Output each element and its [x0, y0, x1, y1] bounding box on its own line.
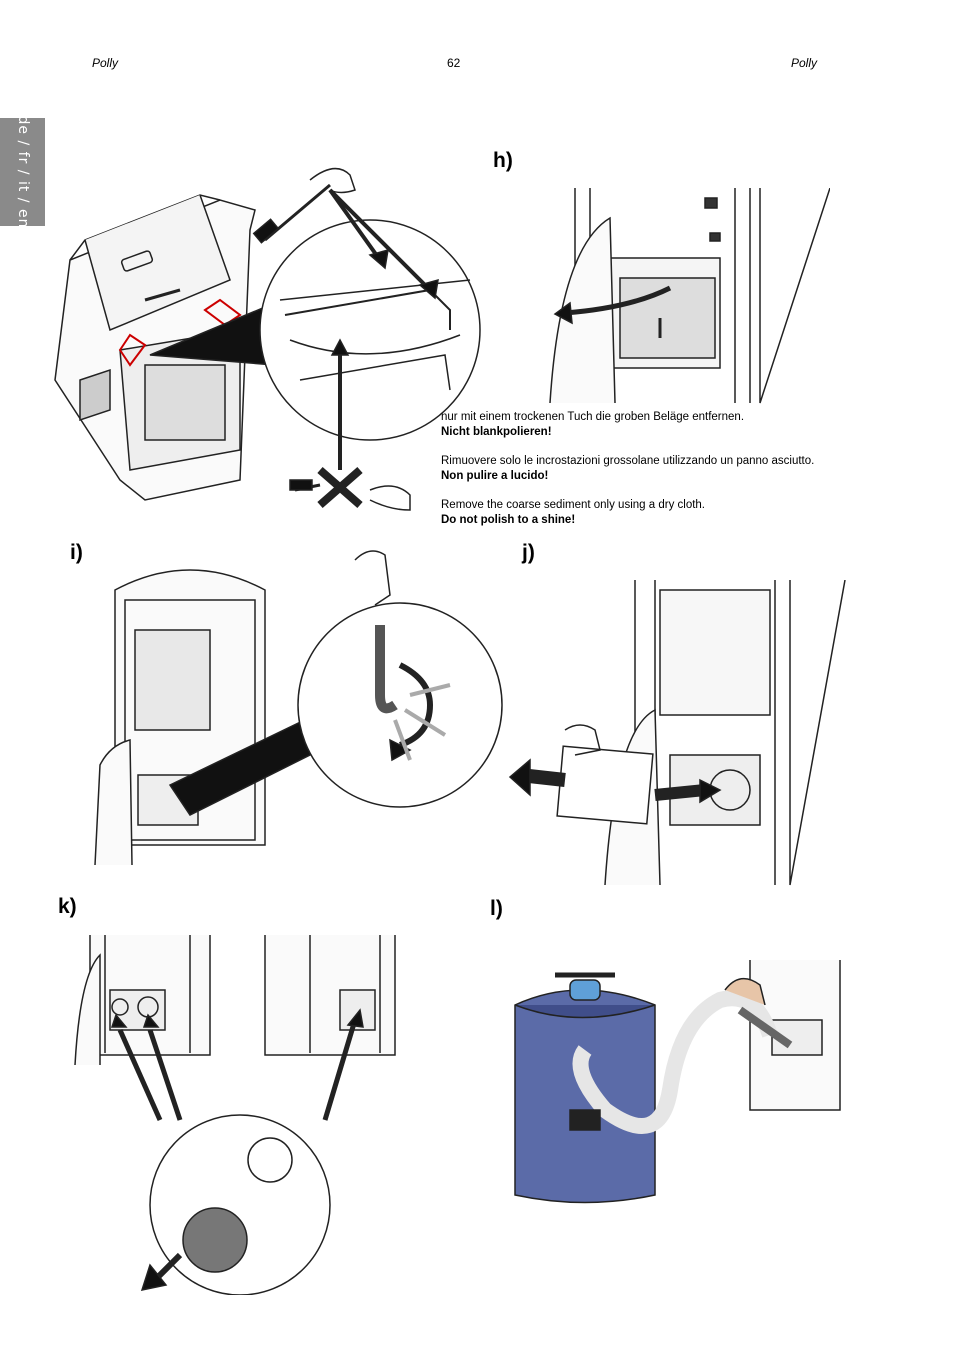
cleaning-instructions: nur mit einem trockenen Tuch die groben … — [441, 410, 831, 542]
panel-label-j: j) — [522, 541, 535, 564]
instructions-it: Rimuovere solo le incrostazioni grossola… — [441, 454, 831, 483]
panel-label-h: h) — [493, 149, 513, 172]
figure-j-remove-panel — [505, 580, 850, 890]
figure-h-open-door — [540, 188, 830, 406]
instructions-it-line: Rimuovere solo le incrostazioni grossola… — [441, 455, 815, 467]
page-number: 62 — [447, 56, 461, 70]
instructions-en: Remove the coarse sediment only using a … — [441, 498, 831, 527]
header-left-title: Polly — [92, 56, 119, 70]
figure-k-remove-covers — [60, 935, 405, 1295]
header-right-title: Polly — [791, 56, 818, 70]
instructions-de-warning: Nicht blankpolieren! — [441, 425, 552, 438]
instructions-en-line: Remove the coarse sediment only using a … — [441, 499, 705, 511]
figure-l-vacuum-cleaner — [510, 960, 875, 1220]
panel-label-l: l) — [490, 897, 503, 920]
figure-i-rotate-lever — [90, 545, 510, 875]
panel-label-k: k) — [58, 895, 77, 918]
panel-label-i: i) — [70, 541, 83, 564]
language-tab-label: de / fr / it / en — [14, 115, 31, 229]
instructions-it-warning: Non pulire a lucido! — [441, 469, 549, 482]
instructions-de-line: nur mit einem trockenen Tuch die groben … — [441, 411, 745, 423]
instructions-de: nur mit einem trockenen Tuch die groben … — [441, 410, 831, 439]
language-tab: de / fr / it / en — [0, 115, 45, 229]
figure-brush-cleaning — [50, 150, 490, 530]
instructions-en-warning: Do not polish to a shine! — [441, 513, 576, 526]
